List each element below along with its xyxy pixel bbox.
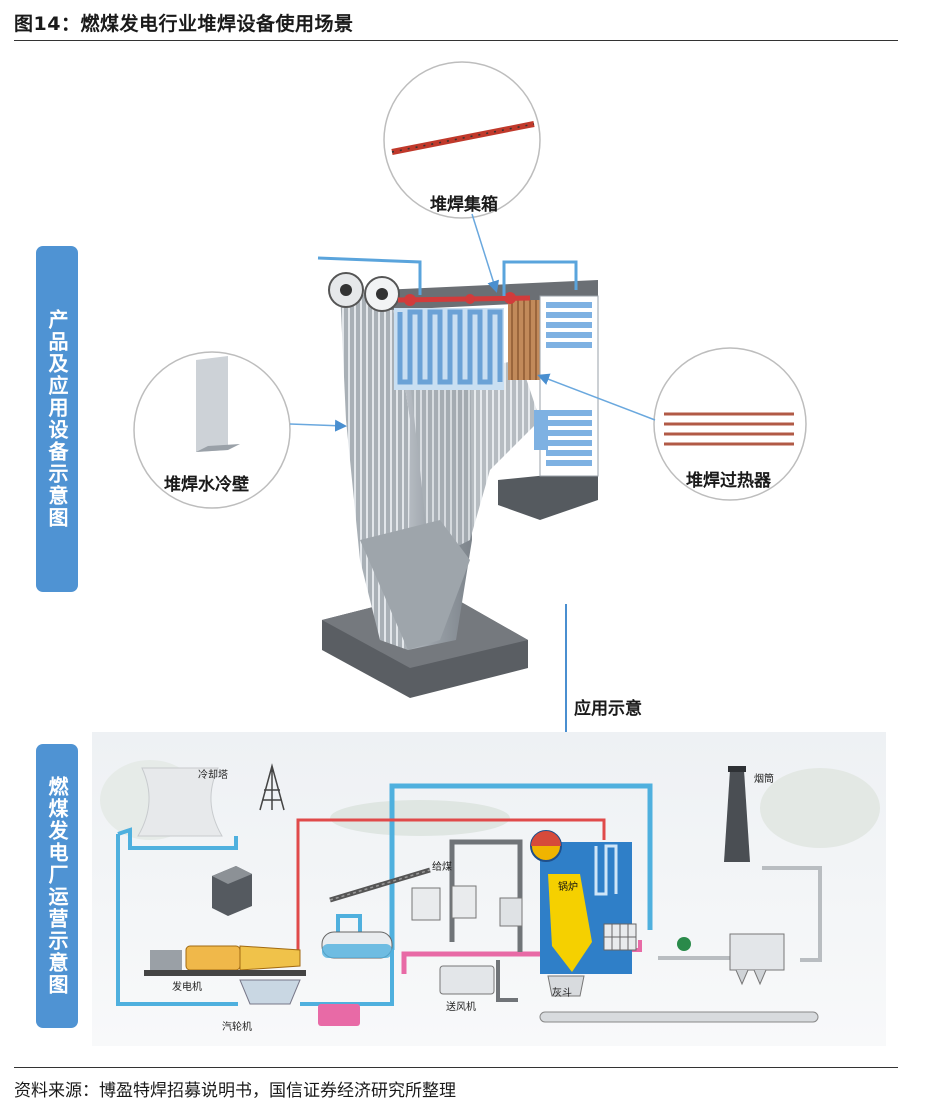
label-ash-hopper: 灰斗 xyxy=(552,988,572,999)
figure-title: 图14：燃煤发电行业堆焊设备使用场景 xyxy=(14,13,354,35)
power-plant-schematic xyxy=(92,732,886,1046)
label-fan: 送风机 xyxy=(446,1002,476,1013)
bottom-rule xyxy=(14,1067,898,1068)
label-chimney: 烟筒 xyxy=(754,774,774,785)
label-coal-feed: 给煤 xyxy=(432,862,452,873)
label-boiler: 锅炉 xyxy=(558,882,578,893)
label-generator: 发电机 xyxy=(172,982,202,993)
label-cooling-tower: 冷却塔 xyxy=(198,770,228,781)
label-turbine: 汽轮机 xyxy=(222,1022,252,1033)
callout-superheater-circle xyxy=(653,347,807,501)
callout-label-water-wall: 堆焊水冷壁 xyxy=(164,475,249,495)
application-label: 应用示意 xyxy=(574,699,642,719)
top-rule xyxy=(14,40,898,41)
figure-source: 资料来源：博盈特焊招募说明书，国信证券经济研究所整理 xyxy=(14,1081,456,1101)
callout-label-header: 堆焊集箱 xyxy=(430,195,498,215)
side-label-plant: 燃煤发电厂运营示意图 xyxy=(36,744,78,1028)
callout-header-circle xyxy=(383,61,541,219)
boiler-model xyxy=(317,256,599,698)
side-label-product: 产品及应用设备示意图 xyxy=(36,246,78,592)
callout-water-wall-circle xyxy=(133,351,291,509)
callout-label-superheater: 堆焊过热器 xyxy=(686,471,771,491)
